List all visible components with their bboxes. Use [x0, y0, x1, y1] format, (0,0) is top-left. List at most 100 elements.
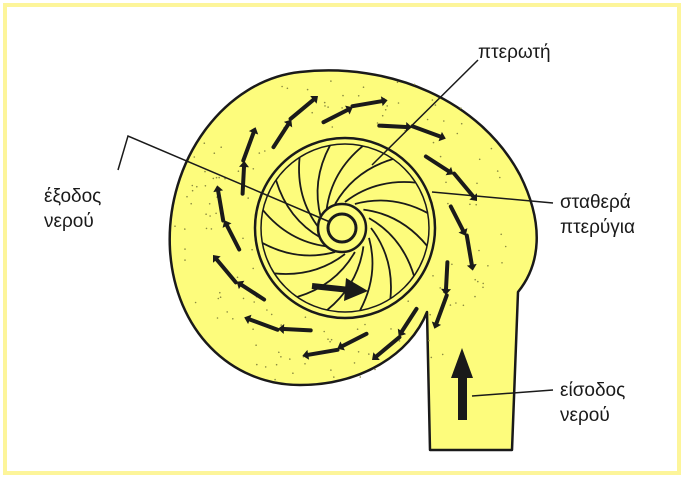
texture-dot — [427, 119, 429, 121]
texture-dot — [382, 115, 384, 117]
texture-dot — [487, 265, 489, 267]
texture-dot — [435, 104, 437, 106]
texture-dot — [363, 86, 365, 88]
texture-dot — [253, 301, 255, 303]
texture-dot — [184, 259, 186, 261]
texture-dot — [330, 369, 332, 371]
label-water-outlet-line1: έξοδος — [44, 184, 101, 209]
texture-dot — [477, 281, 479, 283]
texture-dot — [374, 369, 376, 371]
texture-dot — [442, 354, 444, 356]
texture-dot — [217, 317, 219, 319]
texture-dot — [251, 249, 253, 251]
texture-dot — [192, 185, 194, 187]
fixed-vane — [284, 329, 311, 330]
texture-dot — [194, 156, 196, 158]
texture-dot — [205, 213, 207, 215]
texture-dot — [377, 122, 379, 124]
texture-dot — [304, 363, 306, 365]
texture-dot — [186, 196, 188, 198]
texture-dot — [414, 84, 416, 86]
texture-dot — [385, 109, 387, 111]
texture-dot — [331, 339, 333, 341]
texture-dot — [428, 340, 430, 342]
texture-dot — [443, 120, 445, 122]
texture-dot — [354, 362, 356, 364]
texture-dot — [274, 379, 276, 381]
texture-dot — [242, 238, 244, 240]
texture-dot — [289, 358, 291, 360]
texture-dot — [192, 190, 194, 192]
texture-dot — [482, 283, 484, 285]
texture-dot — [255, 344, 257, 346]
texture-dot — [196, 186, 198, 188]
texture-dot — [357, 328, 359, 330]
texture-dot — [399, 340, 401, 342]
texture-dot — [278, 352, 280, 354]
texture-dot — [332, 126, 334, 128]
fixed-vane — [379, 126, 406, 127]
texture-dot — [220, 296, 222, 298]
texture-dot — [397, 82, 399, 84]
texture-dot — [463, 305, 465, 307]
texture-dot — [214, 152, 216, 154]
label-impeller: πτερωτή — [478, 40, 551, 65]
texture-dot — [205, 185, 207, 187]
fixed-vane — [446, 262, 447, 289]
texture-dot — [505, 246, 507, 248]
texture-dot — [247, 197, 249, 199]
texture-dot — [475, 204, 477, 206]
texture-dot — [330, 80, 332, 82]
texture-dot — [386, 105, 388, 107]
texture-dot — [195, 302, 197, 304]
texture-dot — [445, 182, 447, 184]
texture-dot — [252, 268, 254, 270]
texture-dot — [184, 248, 186, 250]
texture-dot — [253, 168, 255, 170]
texture-dot — [474, 279, 476, 281]
texture-dot — [220, 146, 222, 148]
texture-dot — [390, 328, 392, 330]
texture-dot — [211, 228, 213, 230]
texture-dot — [491, 148, 493, 150]
label-water-inlet: είσοδος νερού — [560, 378, 625, 428]
texture-dot — [292, 372, 294, 374]
texture-dot — [342, 95, 344, 97]
texture-dot — [276, 364, 278, 366]
texture-dot — [307, 89, 309, 91]
texture-dot — [324, 102, 326, 104]
texture-dot — [432, 275, 434, 277]
texture-dot — [184, 228, 186, 230]
texture-dot — [209, 215, 211, 217]
texture-dot — [204, 142, 206, 144]
texture-dot — [206, 228, 208, 230]
texture-dot — [218, 177, 220, 179]
texture-dot — [482, 287, 484, 289]
texture-dot — [209, 203, 211, 205]
texture-dot — [219, 292, 221, 294]
texture-dot — [499, 177, 501, 179]
texture-dot — [238, 170, 240, 172]
texture-dot — [237, 277, 239, 279]
hub-inner — [328, 214, 356, 242]
texture-dot — [433, 142, 435, 144]
label-water-outlet: έξοδος νερού — [44, 184, 101, 234]
texture-dot — [218, 298, 220, 300]
texture-dot — [281, 86, 283, 88]
texture-dot — [501, 262, 503, 264]
texture-dot — [323, 331, 325, 333]
texture-dot — [497, 170, 499, 172]
texture-dot — [407, 300, 409, 302]
texture-dot — [264, 150, 266, 152]
label-impeller-text: πτερωτή — [478, 42, 551, 63]
texture-dot — [213, 178, 215, 180]
texture-dot — [450, 304, 452, 306]
texture-dot — [243, 298, 245, 300]
label-fixed-vanes-line2: πτερύγια — [560, 215, 635, 240]
texture-dot — [265, 366, 267, 368]
texture-dot — [447, 203, 449, 205]
texture-dot — [259, 152, 261, 154]
texture-dot — [215, 213, 217, 215]
texture-dot — [266, 309, 268, 311]
texture-dot — [341, 107, 343, 109]
